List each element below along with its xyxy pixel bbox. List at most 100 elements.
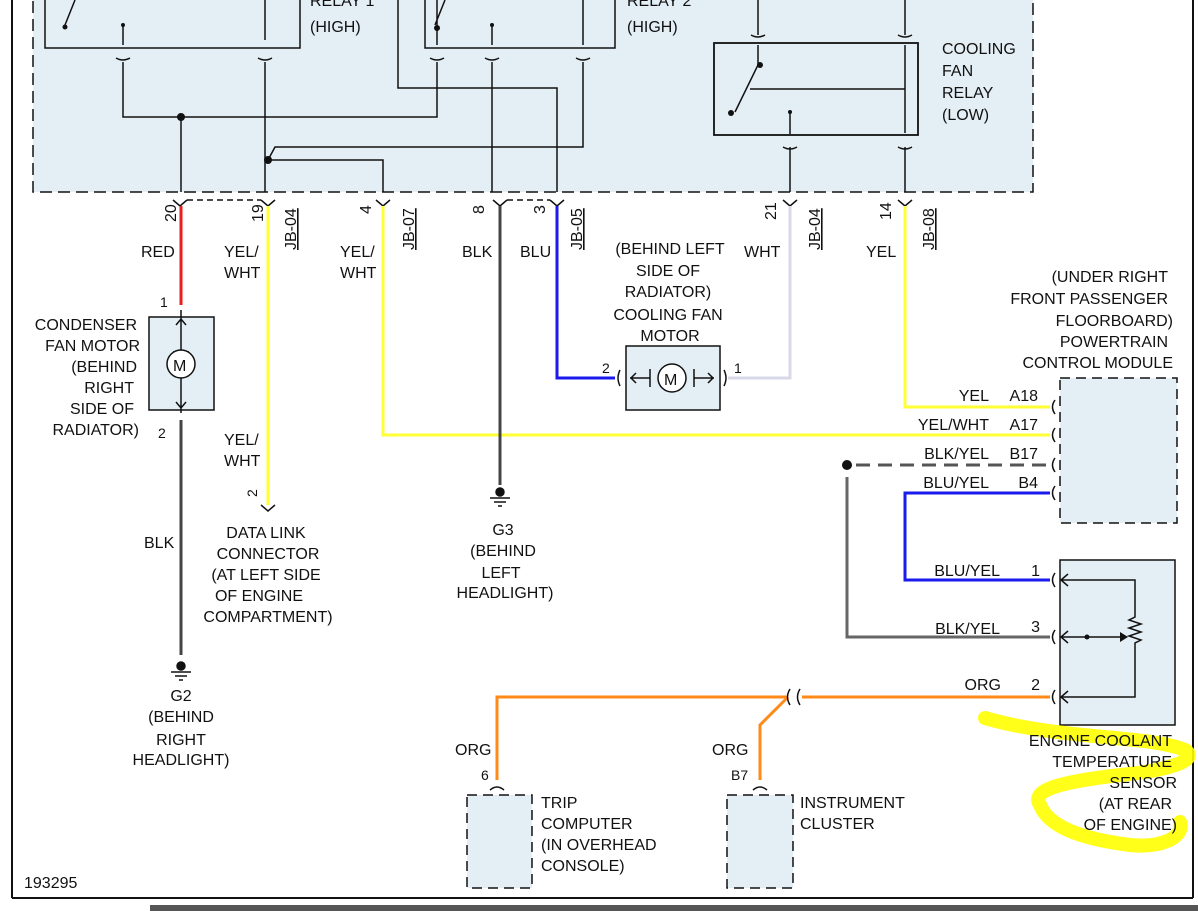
condenser-label-6: RADIATOR): [52, 422, 139, 439]
dlc-wire-1: YEL/: [224, 432, 259, 449]
ect-wire-3: BLK/YEL: [935, 621, 1000, 638]
relay-1-name: RELAY 1: [310, 0, 374, 10]
motor-symbol-condenser: M: [173, 358, 186, 375]
jb-05: JB-05: [569, 208, 586, 250]
wire-label-yelwht-4a: YEL/: [340, 244, 375, 261]
instrument-cluster: [726, 794, 794, 889]
fan-motor-label-3: RADIATOR): [625, 284, 712, 301]
wire-label-yel: YEL: [866, 244, 896, 261]
pcm-pin-a18: A18: [1010, 388, 1039, 405]
motor-symbol-fan: M: [664, 372, 677, 389]
engine-coolant-temp-sensor: [1059, 559, 1176, 726]
jb-04-a: JB-04: [283, 208, 300, 250]
ground-icon: [171, 661, 191, 681]
g3-label-4: HEADLIGHT): [457, 585, 554, 602]
ect-label-1: ENGINE COOLANT: [1029, 733, 1172, 750]
diagram-id: 193295: [24, 875, 77, 892]
dlc-label-1: DATA LINK: [226, 525, 306, 542]
trip-label-2: COMPUTER: [541, 816, 633, 833]
ect-wire-2: ORG: [965, 677, 1001, 694]
trip-wire: ORG: [455, 742, 491, 759]
pin-3: 3: [532, 205, 549, 214]
wire-blu: [555, 206, 615, 380]
condenser-pin-1: 1: [160, 294, 168, 310]
dlc-label-2: CONNECTOR: [217, 546, 320, 563]
ect-label-3: SENSOR: [1109, 775, 1177, 792]
powertrain-control-module: [1059, 377, 1178, 524]
wire-label-wht: WHT: [744, 244, 781, 261]
highlighter-mark: [978, 711, 1196, 853]
g3-label-1: G3: [492, 522, 513, 539]
scrollbar[interactable]: [150, 905, 1198, 911]
wire-label-blu: BLU: [520, 244, 551, 261]
pin-20: 20: [163, 204, 180, 222]
wire-bluyel: [903, 491, 1050, 582]
condenser-label-1: CONDENSER: [35, 317, 137, 334]
jb-07: JB-07: [401, 208, 418, 250]
pcm-pin-b4: B4: [1018, 475, 1038, 492]
pcm-label-1: (UNDER RIGHT: [1052, 269, 1169, 286]
relay-low-line2: FAN: [942, 63, 973, 80]
wire-label-blk: BLK: [462, 244, 493, 261]
wire-yelwht-pcm: [381, 206, 1050, 437]
ect-pin-1: 1: [1031, 563, 1040, 580]
fan-motor-label-1: (BEHIND LEFT: [615, 241, 725, 258]
junction-box: [32, 0, 1034, 193]
ect-label-4: (AT REAR: [1099, 796, 1172, 813]
cluster-pin: B7: [731, 767, 748, 783]
condenser-label-4: RIGHT: [84, 380, 134, 397]
ect-label-2: TEMPERATURE: [1052, 754, 1172, 771]
cluster-label-2: CLUSTER: [800, 816, 875, 833]
trip-pin: 6: [481, 767, 489, 783]
relay-1: [44, 0, 301, 49]
pcm-wire-a17: YEL/WHT: [918, 417, 989, 434]
condenser-pin-2: 2: [158, 425, 166, 441]
relay-low-line4: (LOW): [942, 107, 989, 124]
wire-label-yelwht-19a: YEL/: [224, 244, 259, 261]
pcm-label-3: FLOORBOARD): [1056, 313, 1173, 330]
trip-computer: [466, 794, 533, 889]
dlc-wire-2: WHT: [224, 453, 261, 470]
pin-21: 21: [763, 202, 780, 220]
g2-label-2: (BEHIND: [148, 709, 214, 726]
wire-label-blk-g2: BLK: [144, 535, 175, 552]
pcm-pin-a17: A17: [1010, 417, 1039, 434]
wire-label-yelwht-4b: WHT: [340, 265, 377, 282]
trip-label-3: (IN OVERHEAD: [541, 837, 657, 854]
pin-19: 19: [250, 204, 267, 222]
trip-label-1: TRIP: [541, 795, 577, 812]
ect-pin-2: 2: [1031, 677, 1040, 694]
g3-label-3: LEFT: [481, 565, 520, 582]
cooling-fan-relay-low: [713, 42, 919, 136]
relay-low-line3: RELAY: [942, 85, 994, 102]
dlc-pin: 2: [244, 489, 260, 497]
ground-icon: [490, 487, 510, 507]
pcm-wire-b17: BLK/YEL: [924, 446, 989, 463]
relay-1-state: (HIGH): [310, 19, 361, 36]
wire-blkyel: [845, 477, 1050, 639]
cluster-wire: ORG: [712, 742, 748, 759]
pin-14: 14: [878, 202, 895, 220]
condenser-label-5: SIDE OF: [70, 401, 134, 418]
condenser-label-3: (BEHIND: [71, 359, 137, 376]
pcm-label-5: CONTROL MODULE: [1022, 355, 1173, 372]
pcm-label-2: FRONT PASSENGER: [1010, 291, 1168, 308]
fan-motor-label-4: COOLING FAN: [613, 307, 722, 324]
pcm-wire-b4: BLU/YEL: [923, 475, 989, 492]
g3-label-2: (BEHIND: [470, 543, 536, 560]
fan-motor-label-5: MOTOR: [640, 328, 699, 345]
relay-2: [424, 0, 616, 49]
fan-motor-pin-1: 1: [734, 360, 742, 376]
relay-2-state: (HIGH): [627, 19, 678, 36]
fan-motor-pin-2: 2: [602, 360, 610, 376]
fan-motor-label-2: SIDE OF: [636, 263, 700, 280]
pin-4: 4: [358, 205, 375, 214]
dlc-label-4: OF ENGINE: [215, 588, 303, 605]
g2-label-4: HEADLIGHT): [133, 752, 230, 769]
g2-label-3: RIGHT: [156, 732, 206, 749]
dlc-label-5: COMPARTMENT): [203, 609, 332, 626]
g2-label-1: G2: [170, 688, 191, 705]
ect-wire-1: BLU/YEL: [934, 563, 1000, 580]
pcm-pin-b17: B17: [1010, 446, 1039, 463]
